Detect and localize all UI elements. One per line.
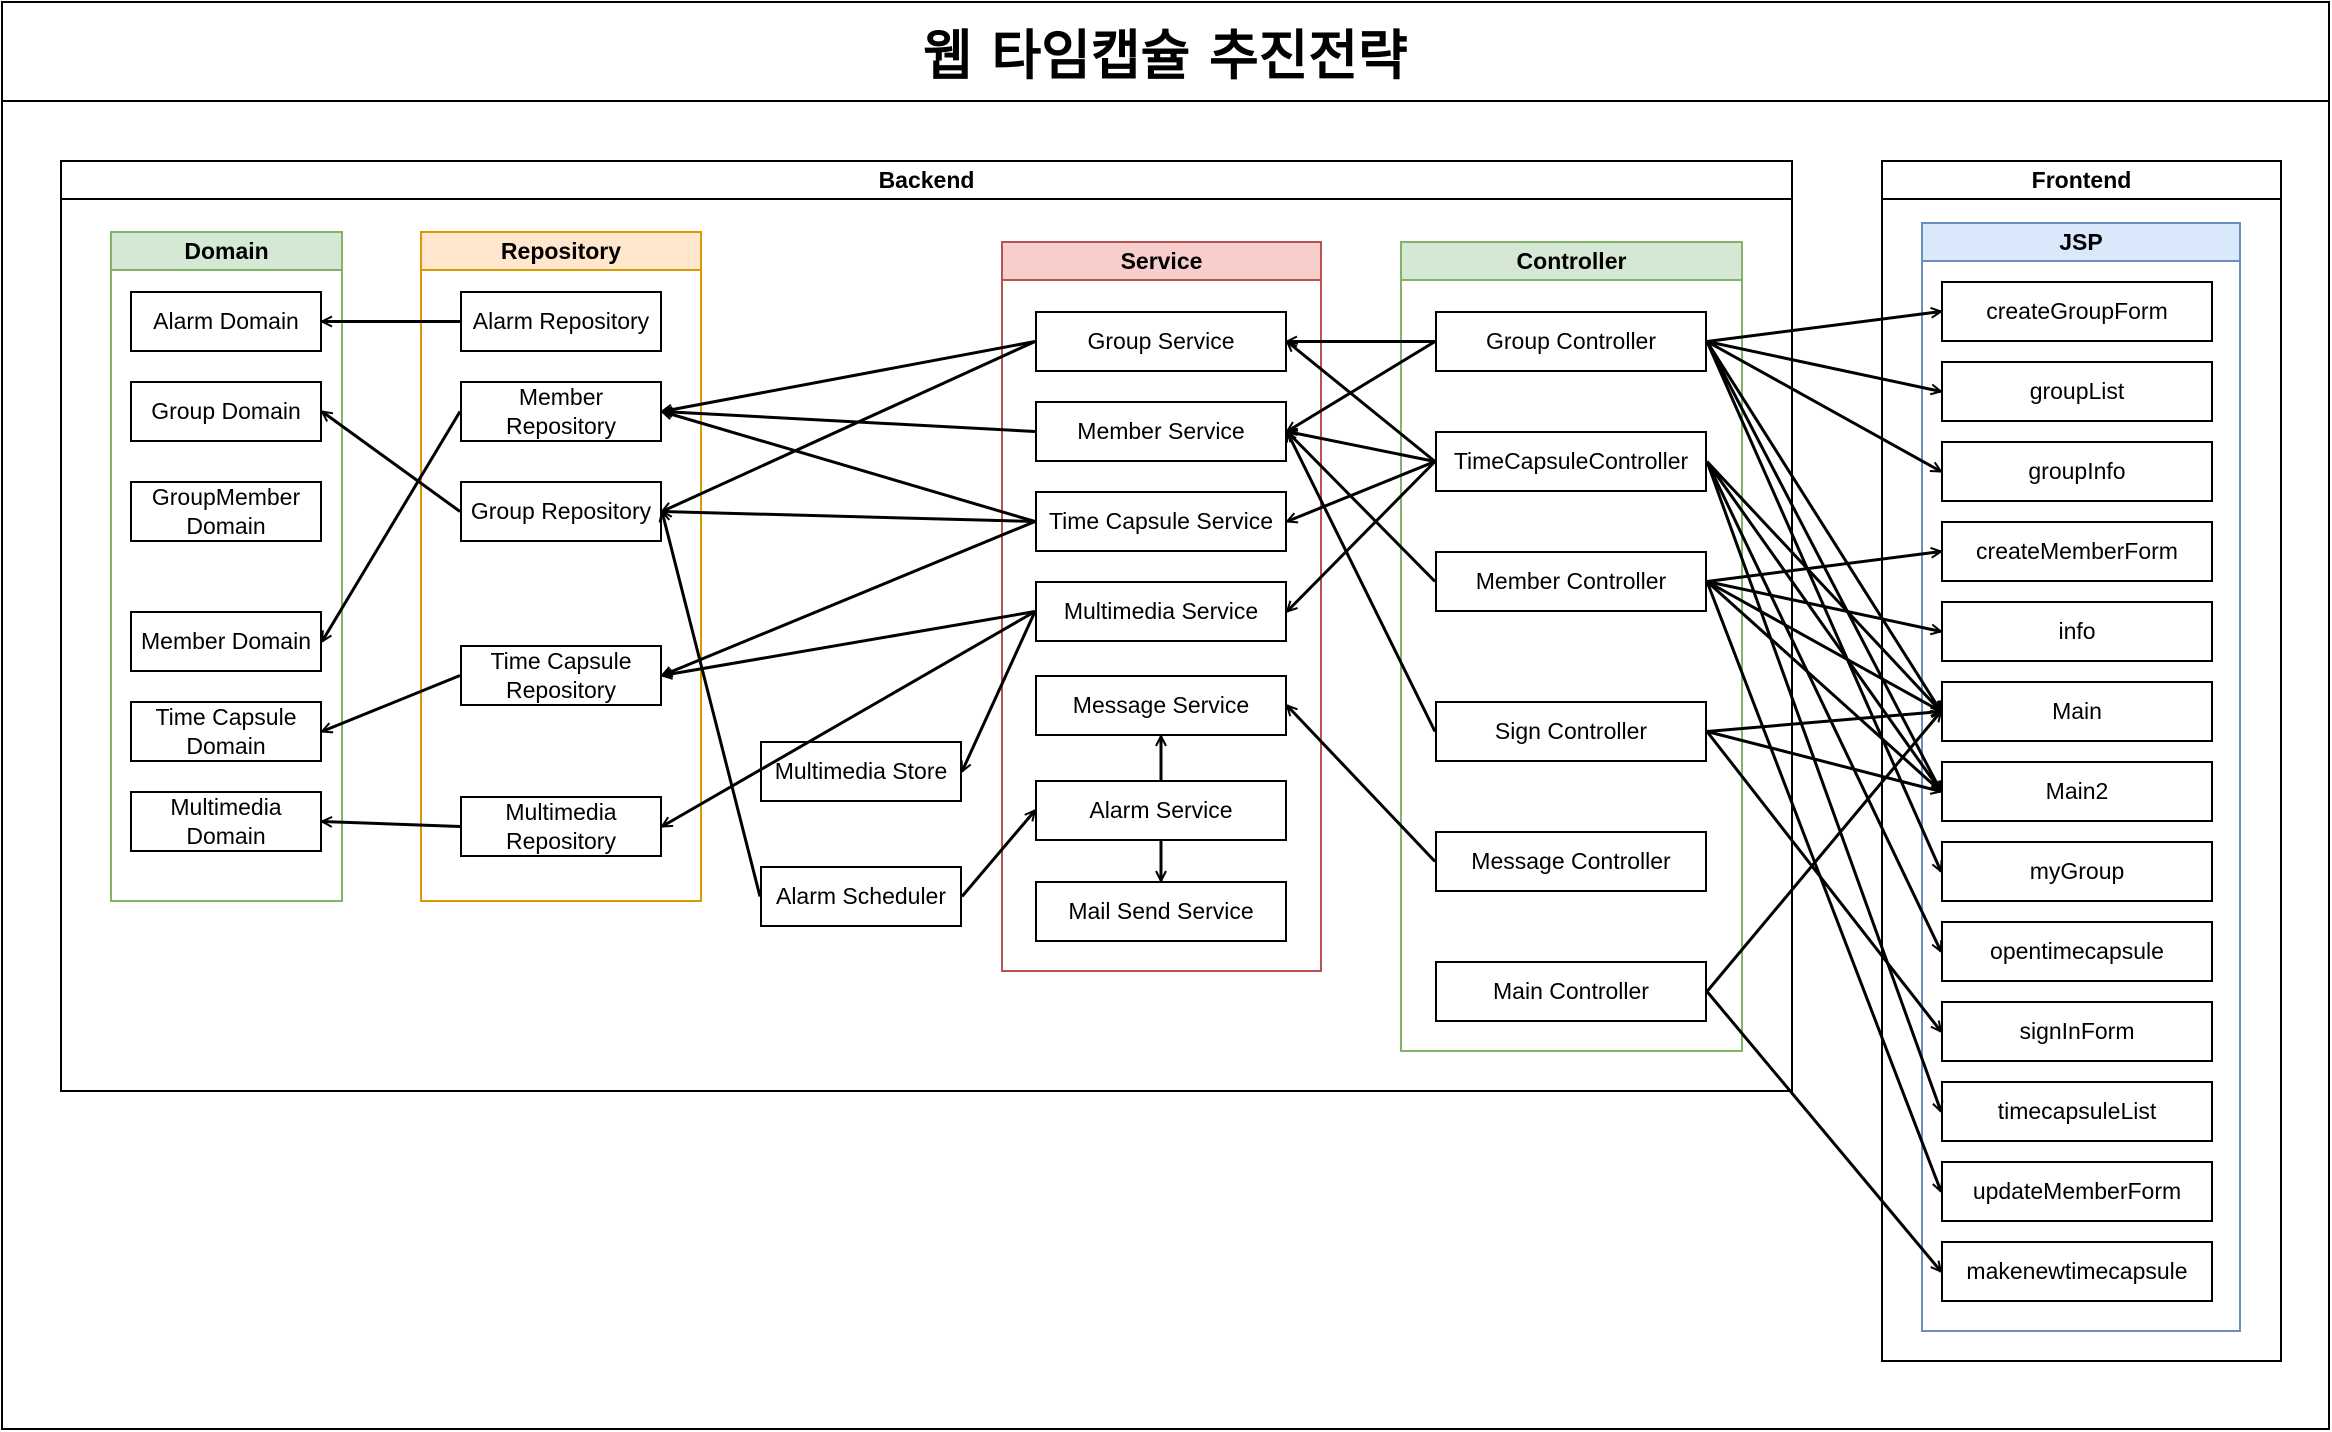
- alarm-repository-node: Alarm Repository: [460, 291, 662, 352]
- member-service-node: Member Service: [1035, 401, 1287, 462]
- jsp-timecapsulelist-node: timecapsuleList: [1941, 1081, 2213, 1142]
- controller-lane-label: Controller: [1402, 243, 1741, 281]
- timecapsule-service-node: Time Capsule Service: [1035, 491, 1287, 552]
- alarm-domain-node: Alarm Domain: [130, 291, 322, 352]
- multimedia-domain-node: Multimedia Domain: [130, 791, 322, 852]
- mail-send-service-node: Mail Send Service: [1035, 881, 1287, 942]
- jsp-lane-label: JSP: [1923, 224, 2239, 262]
- group-repository-node: Group Repository: [460, 481, 662, 542]
- groupmember-domain-node: GroupMember Domain: [130, 481, 322, 542]
- jsp-info-node: info: [1941, 601, 2213, 662]
- group-controller-node: Group Controller: [1435, 311, 1707, 372]
- group-domain-node: Group Domain: [130, 381, 322, 442]
- title-bar: 웹 타임캡슐 추진전략: [1, 1, 2330, 102]
- timecapsule-domain-node: Time Capsule Domain: [130, 701, 322, 762]
- multimedia-service-node: Multimedia Service: [1035, 581, 1287, 642]
- jsp-main-node: Main: [1941, 681, 2213, 742]
- repository-lane-label: Repository: [422, 233, 700, 271]
- multimedia-store-node: Multimedia Store: [760, 741, 962, 802]
- message-service-node: Message Service: [1035, 675, 1287, 736]
- sign-controller-node: Sign Controller: [1435, 701, 1707, 762]
- timecapsule-repository-node: Time Capsule Repository: [460, 645, 662, 706]
- jsp-opentimecapsule-node: opentimecapsule: [1941, 921, 2213, 982]
- jsp-makenewtimecapsule-node: makenewtimecapsule: [1941, 1241, 2213, 1302]
- service-lane-label: Service: [1003, 243, 1320, 281]
- multimedia-repository-node: Multimedia Repository: [460, 796, 662, 857]
- group-service-node: Group Service: [1035, 311, 1287, 372]
- timecapsule-controller-node: TimeCapsuleController: [1435, 431, 1707, 492]
- jsp-groupinfo-node: groupInfo: [1941, 441, 2213, 502]
- jsp-lane: JSP: [1921, 222, 2241, 1332]
- domain-lane-label: Domain: [112, 233, 341, 271]
- alarm-service-node: Alarm Service: [1035, 780, 1287, 841]
- member-domain-node: Member Domain: [130, 611, 322, 672]
- frontend-group-label: Frontend: [1883, 162, 2280, 200]
- message-controller-node: Message Controller: [1435, 831, 1707, 892]
- jsp-signinform-node: signInForm: [1941, 1001, 2213, 1062]
- jsp-creatememberform-node: createMemberForm: [1941, 521, 2213, 582]
- page-title: 웹 타임캡슐 추진전략: [923, 24, 1408, 87]
- jsp-grouplist-node: groupList: [1941, 361, 2213, 422]
- main-controller-node: Main Controller: [1435, 961, 1707, 1022]
- jsp-creategroupform-node: createGroupForm: [1941, 281, 2213, 342]
- jsp-main2-node: Main2: [1941, 761, 2213, 822]
- jsp-updatememberform-node: updateMemberForm: [1941, 1161, 2213, 1222]
- alarm-scheduler-node: Alarm Scheduler: [760, 866, 962, 927]
- member-controller-node: Member Controller: [1435, 551, 1707, 612]
- member-repository-node: Member Repository: [460, 381, 662, 442]
- backend-group-label: Backend: [62, 162, 1791, 200]
- jsp-mygroup-node: myGroup: [1941, 841, 2213, 902]
